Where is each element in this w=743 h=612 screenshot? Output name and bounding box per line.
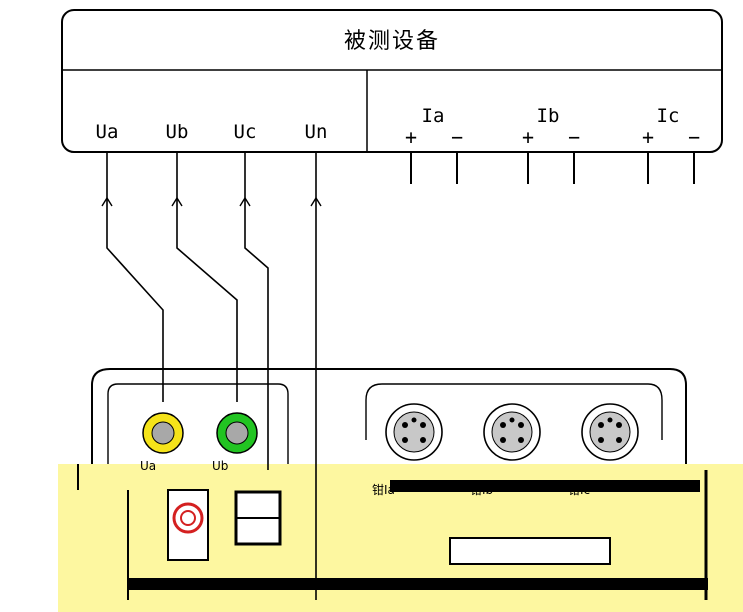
jack-ua[interactable] [142,412,184,454]
wire-arrowheads [101,196,322,207]
instrument-frame [91,368,687,464]
current-minus-ia: − [451,125,463,149]
rail-upper [390,480,700,492]
instrument-lower-section [77,464,708,600]
terminal-label-ua: Ua [96,121,119,143]
device-under-test: 被测设备 Ua Ub Uc Un Ia + − Ib + − Ic + − [61,9,723,153]
current-plus-ic: + [642,125,654,149]
rail-lower [128,578,708,590]
jack-ub[interactable] [216,412,258,454]
current-minus-ic: − [688,125,700,149]
device-title: 被测设备 [344,29,440,54]
jack-label-ub: Ub [212,459,228,473]
wire-ua [106,152,164,402]
clamp-socket-ic[interactable] [581,403,639,461]
terminal-label-uc: Uc [234,121,257,143]
clamp-socket-ia[interactable] [385,403,443,461]
display-strip [449,537,611,565]
current-plus-ia: + [405,125,417,149]
jack-label-ua: Ua [140,459,156,473]
jack-un-inner [180,510,196,526]
clamp-label-ia: 钳Ia [372,483,395,497]
wire-ub [176,152,238,402]
current-label-ib: Ib [537,105,560,127]
terminal-label-un: Un [305,121,328,143]
current-label-ic: Ic [657,105,680,127]
current-plus-ib: + [522,125,534,149]
device-box [61,9,723,153]
terminal-label-ub: Ub [166,121,189,143]
current-terminal-stubs [410,152,695,184]
current-label-ia: Ia [422,105,445,127]
current-minus-ib: − [568,125,580,149]
clamp-socket-ib[interactable] [483,403,541,461]
